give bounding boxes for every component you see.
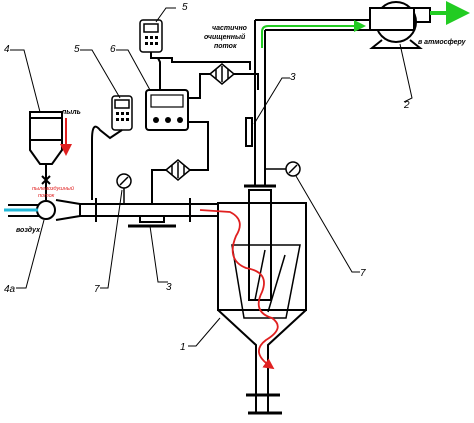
label-to-atmosphere: в атмосферу <box>418 39 467 46</box>
callout-2: 2 <box>403 100 410 111</box>
handheld-meter-left <box>91 95 133 200</box>
callout-3-bottom: 3 <box>166 282 172 293</box>
callout-6: 6 <box>110 44 116 55</box>
ejector-nozzle <box>36 200 56 220</box>
label-dust-air-flow-1: пылевоздушный <box>32 185 74 192</box>
label-dust-air-flow-2: поток <box>38 193 55 199</box>
inlet-duct <box>8 198 218 222</box>
outlet-pipe <box>244 19 370 301</box>
callout-7-right: 7 <box>360 268 366 279</box>
cyclone-inner-cone <box>231 244 301 319</box>
handheld-meter-top <box>139 19 251 70</box>
cyclone-separator <box>217 202 307 415</box>
callout-leaders <box>10 7 413 347</box>
pressure-gauge-inlet <box>116 173 132 204</box>
callout-7-left: 7 <box>94 284 100 295</box>
sampling-tubes <box>151 57 259 204</box>
dust-analyzer-unit <box>145 89 189 131</box>
label-dust: пыль <box>62 109 81 116</box>
callout-4a: 4а <box>4 284 16 295</box>
filter-bottom <box>164 159 192 181</box>
callout-5-top: 5 <box>182 2 188 13</box>
pressure-gauge-outlet <box>265 161 301 177</box>
label-partially-cleaned-2: очищенный <box>204 33 246 41</box>
callout-3-top: 3 <box>290 72 296 83</box>
flow-arrows <box>4 1 470 370</box>
callout-1: 1 <box>180 342 186 353</box>
exhaust-fan <box>369 1 431 49</box>
label-air: воздух <box>16 226 41 234</box>
label-partially-cleaned-1: частично <box>212 25 248 32</box>
callout-4: 4 <box>4 44 10 55</box>
label-partially-cleaned-3: поток <box>214 43 237 50</box>
outlet-sampling-probe <box>245 117 253 147</box>
inlet-sampling-port <box>128 216 176 228</box>
callout-5-left: 5 <box>74 44 80 55</box>
filter-top <box>208 63 236 85</box>
